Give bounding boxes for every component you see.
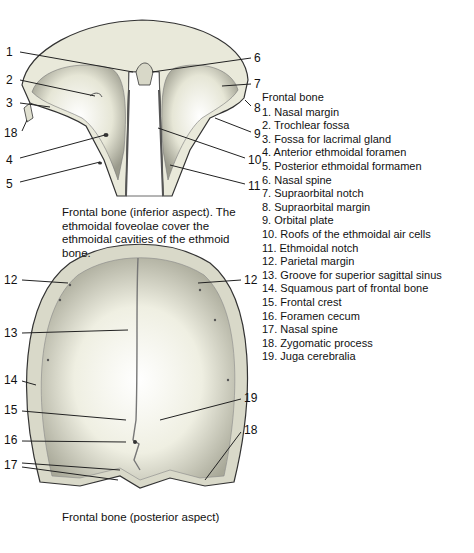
callout-number: 18 (244, 423, 257, 437)
callout-number: 12 (244, 273, 257, 287)
legend-list-item: 8. Supraorbital margin (262, 201, 370, 214)
callout-number: 10 (248, 153, 261, 167)
callout-number: 19 (244, 391, 257, 405)
callout-number: 16 (4, 433, 17, 447)
callout-number: 13 (4, 326, 17, 340)
callout-number: 12 (4, 273, 17, 287)
legend-list-item: 17. Nasal spine (262, 323, 338, 336)
callout-number: 11 (248, 179, 260, 193)
inferior-aspect-figure (22, 20, 248, 196)
callout-number: 5 (6, 177, 13, 191)
legend-list-item: 1. Nasal margin (262, 106, 339, 119)
callout-number: 18 (4, 126, 17, 140)
legend-list-item: 4. Anterior ethmoidal foramen (262, 146, 406, 159)
legend-list-item: 16. Foramen cecum (262, 310, 360, 323)
legend-list-item: 2. Trochlear fossa (262, 119, 349, 132)
callout-number: 15 (4, 403, 17, 417)
figure-caption: Frontal bone (inferior aspect). The ethm… (62, 206, 240, 260)
legend-list-item: 15. Frontal crest (262, 296, 341, 309)
callout-number: 14 (4, 373, 17, 387)
legend-list-item: 10. Roofs of the ethmoidal air cells (262, 228, 431, 241)
legend-list-item: 7. Supraorbital notch (262, 187, 364, 200)
callout-number: 3 (6, 96, 13, 110)
legend-list-item: 11. Ethmoidal notch (262, 242, 358, 255)
legend-list-item: 6. Nasal spine (262, 174, 332, 187)
legend-list-item: 3. Fossa for lacrimal gland (262, 133, 391, 146)
callout-number: 8 (254, 101, 261, 115)
posterior-aspect-figure (27, 244, 248, 488)
leader-lines (20, 52, 251, 480)
legend-list-item: 18. Zygomatic process (262, 337, 373, 350)
legend-list-item: 14. Squamous part of frontal bone (262, 282, 428, 295)
legend-list-item: 9. Orbital plate (262, 214, 334, 227)
callout-number: 7 (254, 77, 261, 91)
callout-number: 2 (6, 73, 13, 87)
callout-number: 4 (6, 153, 13, 167)
callout-number: 9 (254, 127, 261, 141)
legend-list-item: Frontal bone (262, 91, 324, 104)
callout-number: 1 (6, 45, 13, 59)
figure-caption: Frontal bone (posterior aspect) (62, 511, 282, 525)
legend-list-item: 13. Groove for superior sagittal sinus (262, 269, 442, 282)
legend-list-item: 12. Parietal margin (262, 255, 354, 268)
callout-number: 17 (4, 458, 17, 472)
legend-list-item: 5. Posterior ethmoidal formamen (262, 160, 422, 173)
legend-list-item: 19. Juga cerebralia (262, 350, 356, 363)
callout-number: 6 (254, 51, 261, 65)
